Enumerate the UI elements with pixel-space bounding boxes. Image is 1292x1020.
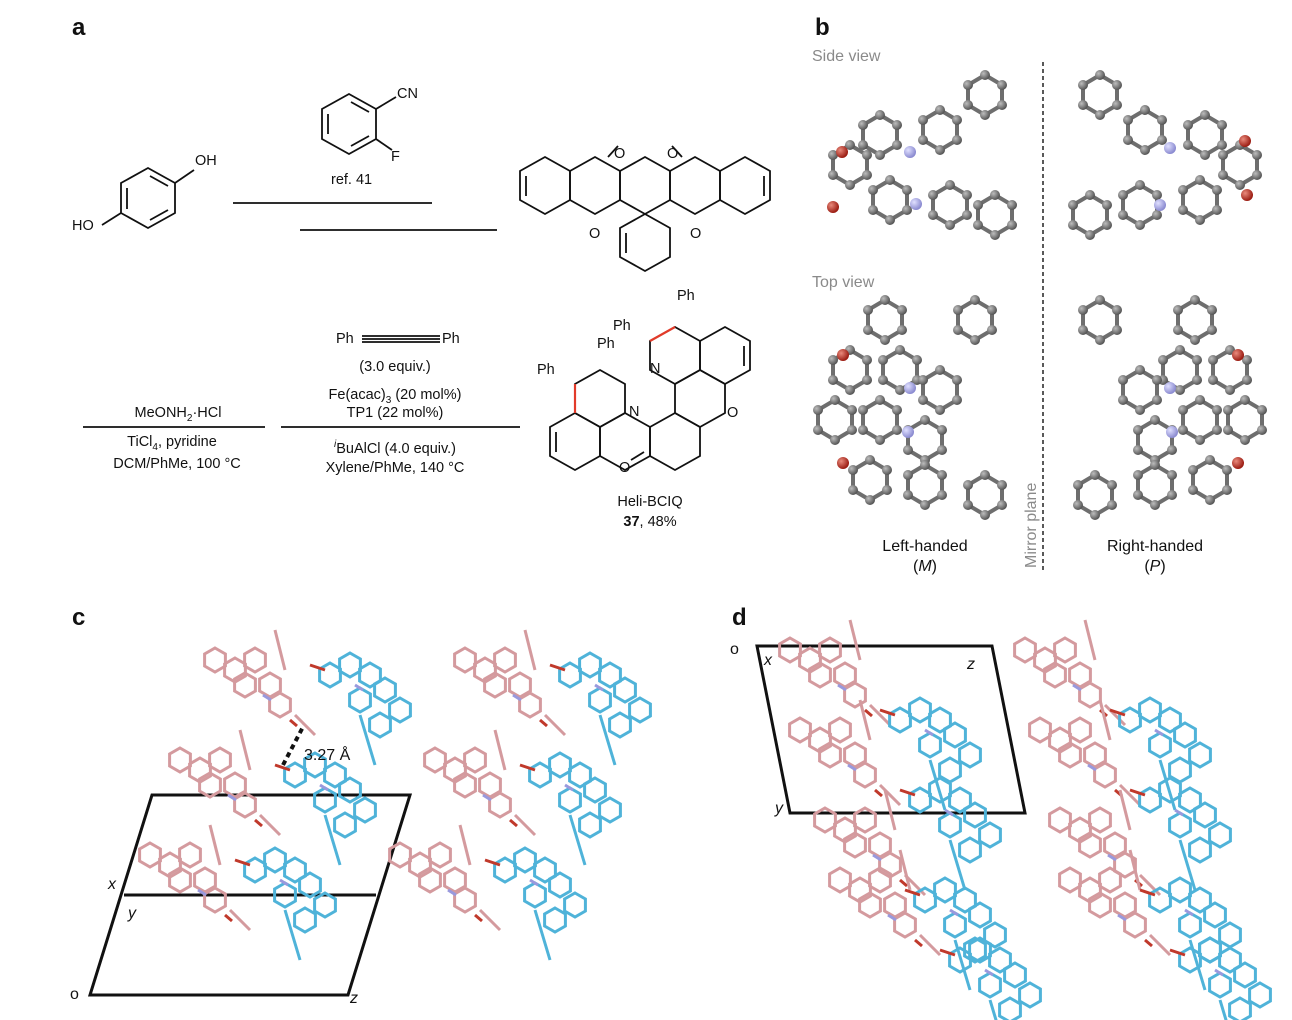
diketone-structure <box>519 145 771 273</box>
top-view-right-structure <box>1071 293 1269 522</box>
product-ph-left: Ph <box>537 362 555 378</box>
step2-reagent: MeONH2·HCl <box>134 405 222 424</box>
left-handed-label: Left-handed <box>882 538 968 555</box>
step3-line4: iBuAlCl (4.0 equiv.) <box>333 439 457 457</box>
product-o-2: O <box>727 405 739 421</box>
reagent-cn-label: CN <box>397 86 418 102</box>
axis-y-label-d: y <box>775 800 783 817</box>
product-yield: 37, 48% <box>623 514 677 530</box>
step3-line5: Xylene/PhMe, 140 °C <box>325 460 465 476</box>
unit-cell-c <box>87 793 413 997</box>
reagent-f-label: F <box>391 149 400 165</box>
unit-cell-d <box>755 644 1027 815</box>
product-o-1: O <box>619 460 631 476</box>
axis-x-label-d: x <box>764 652 772 669</box>
hydroquinone-structure <box>101 166 195 230</box>
heli-bciq-structure <box>549 325 751 472</box>
product-name: Heli-BCIQ <box>617 494 683 510</box>
axis-origin-label-c: o <box>70 986 79 1003</box>
axis-z-label-c: z <box>350 990 358 1007</box>
right-handed-label: Right-handed <box>1106 538 1204 555</box>
product-ph-upper-left: Ph <box>613 318 631 334</box>
alkyne-ph-right: Ph <box>442 331 460 347</box>
axis-origin-label-d: o <box>730 641 739 658</box>
mirror-plane-label: Mirror plane <box>1023 482 1040 568</box>
axis-z-label-d: z <box>967 656 975 673</box>
top-view-left-structure <box>811 293 1009 522</box>
product-n-1: N <box>629 404 640 420</box>
diketone-ring-o-1: O <box>589 226 601 242</box>
product-n-2: N <box>650 361 661 377</box>
panel-label-b: b <box>815 14 830 41</box>
side-view-left-structure <box>826 68 1019 242</box>
step3-line3: TP1 (22 mol%) <box>346 405 444 421</box>
top-view-label: Top view <box>812 274 875 291</box>
packing-c <box>140 630 651 960</box>
step2-conditions-line3: DCM/PhMe, 100 °C <box>113 456 241 472</box>
right-handed-symbol: (P) <box>1144 558 1166 575</box>
hydroquinone-oh-label: OH <box>195 153 217 169</box>
diketone-o-2: O <box>667 146 679 162</box>
left-handed-symbol: (M) <box>913 558 937 575</box>
axis-y-label-c: y <box>128 905 136 922</box>
panel-label-a: a <box>72 14 86 41</box>
panel-label-c: c <box>72 604 86 631</box>
step3-line2: Fe(acac)3 (20 mol%) <box>328 387 462 406</box>
reference-label: ref. 41 <box>331 172 373 188</box>
step2-conditions-line2: TiCl4, pyridine <box>127 434 217 453</box>
contact-distance-label: 3.27 Å <box>304 747 351 764</box>
diketone-o-1: O <box>614 146 626 162</box>
panel-label-d: d <box>732 604 747 631</box>
side-view-label: Side view <box>812 48 881 65</box>
product-ph-mid: Ph <box>597 336 615 352</box>
diketone-ring-o-2: O <box>690 226 702 242</box>
packing-d <box>780 620 1271 1020</box>
product-ph-top: Ph <box>677 288 695 304</box>
hydroquinone-ho-label: HO <box>72 218 94 234</box>
axis-x-label-c: x <box>108 876 116 893</box>
step3-line1: (3.0 equiv.) <box>359 359 431 375</box>
alkyne-ph-left: Ph <box>336 331 354 347</box>
fluorobenzonitrile-structure <box>321 92 397 156</box>
side-view-right-structure <box>1066 68 1264 242</box>
